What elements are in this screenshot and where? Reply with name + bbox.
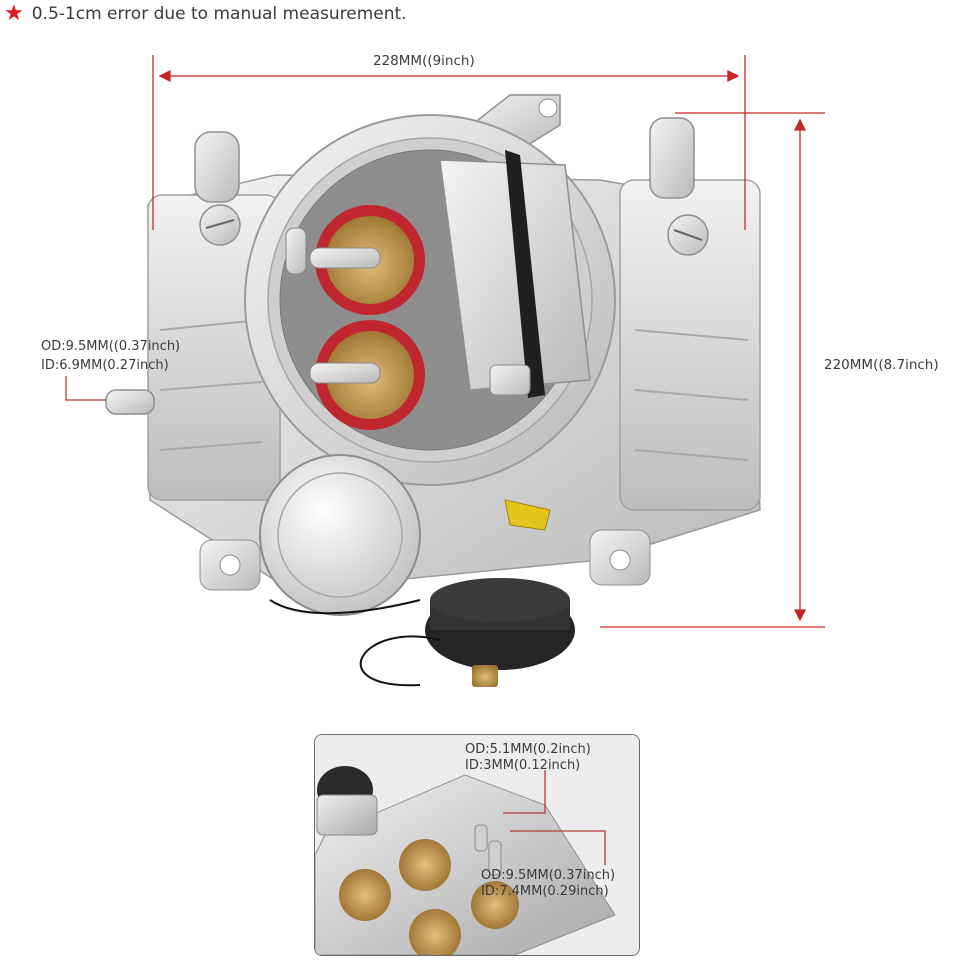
inset-small-fitting-od: OD:5.1MM(0.2inch) bbox=[465, 742, 591, 757]
left-fitting-od: OD:9.5MM((0.37inch) bbox=[41, 339, 181, 354]
inset-large-fitting-id: ID:7.4MM(0.29inch) bbox=[481, 884, 609, 899]
note-text: 0.5-1cm error due to manual measurement. bbox=[31, 4, 407, 24]
accelerator-pump-cover bbox=[259, 454, 421, 616]
inset-small-fitting-id: ID:3MM(0.12inch) bbox=[465, 758, 581, 773]
width-dimension bbox=[152, 55, 746, 230]
height-dimension bbox=[600, 112, 825, 628]
inset-detail-photo: OD:5.1MM(0.2inch) ID:3MM(0.12inch) OD:9.… bbox=[314, 734, 640, 956]
choke-plate bbox=[439, 159, 591, 391]
left-fuel-fitting bbox=[105, 389, 155, 415]
left-fitting-id: ID:6.9MM(0.27inch) bbox=[41, 358, 169, 373]
width-label: 228MM((9inch) bbox=[373, 53, 475, 69]
star-icon: ★ bbox=[4, 1, 24, 26]
height-label: 220MM((8.7inch) bbox=[824, 357, 939, 373]
left-fitting-leader bbox=[65, 376, 106, 401]
inset-illustration bbox=[315, 735, 639, 955]
measurement-note: ★ 0.5-1cm error due to manual measuremen… bbox=[4, 2, 407, 26]
inset-large-fitting-od: OD:9.5MM(0.37inch) bbox=[481, 868, 616, 883]
